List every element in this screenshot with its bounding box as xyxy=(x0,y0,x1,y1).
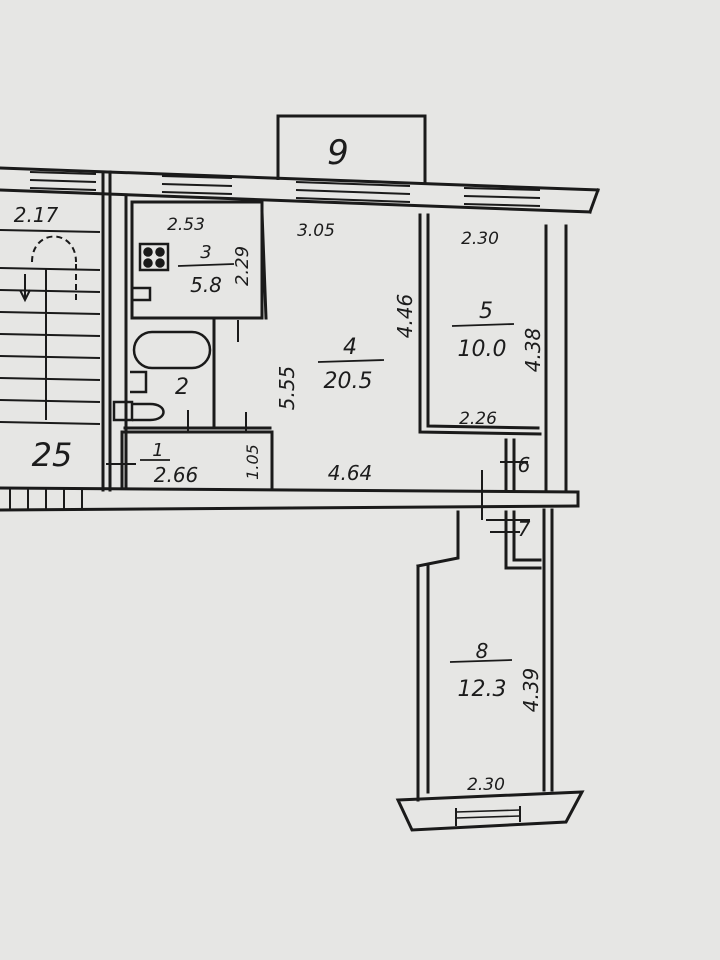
room-1-dimension: 2.66 xyxy=(154,463,199,487)
room-5-depth: 4.38 xyxy=(521,328,545,373)
balcony-9 xyxy=(276,114,427,184)
walls xyxy=(0,166,600,802)
room-7-number: 7 xyxy=(518,517,531,541)
room-4-depth: 5.55 xyxy=(275,366,299,411)
room-8-number: 8 xyxy=(476,639,489,663)
room-5-number: 5 xyxy=(479,299,493,324)
room-8-width: 2.30 xyxy=(467,775,505,795)
room-3-width: 2.53 xyxy=(167,215,205,235)
room-8-area: 12.3 xyxy=(458,677,507,702)
balcony-lower xyxy=(395,790,585,832)
stair-number: 25 xyxy=(32,436,73,474)
room-5-bottom: 2.26 xyxy=(459,409,497,429)
room-8-depth: 4.39 xyxy=(519,668,543,713)
room-5-area: 10.0 xyxy=(458,337,507,362)
room-4-width: 3.05 xyxy=(297,221,335,241)
staircase xyxy=(0,229,101,425)
room-1-number: 1 xyxy=(152,440,163,461)
room-4-hall-length: 4.64 xyxy=(328,461,373,485)
door-marks xyxy=(106,320,530,533)
room-3-depth: 2.29 xyxy=(232,246,253,286)
windows xyxy=(29,171,541,207)
room-6-number: 6 xyxy=(518,453,531,477)
room-5-width: 2.30 xyxy=(461,229,499,249)
wall-ticks xyxy=(9,488,83,510)
room-4-depth-right: 4.46 xyxy=(393,294,417,339)
room-4-number: 4 xyxy=(343,335,357,360)
room-3-area: 5.8 xyxy=(190,273,222,297)
room-4-area: 20.5 xyxy=(324,369,373,394)
fraction-lines xyxy=(140,263,515,663)
stair-width: 2.17 xyxy=(14,203,59,227)
room-1-side: 1.05 xyxy=(243,444,262,480)
balcony-9-number: 9 xyxy=(327,133,349,173)
room-2-number: 2 xyxy=(175,375,189,400)
room-3-number: 3 xyxy=(200,242,211,263)
fixtures xyxy=(112,242,212,422)
